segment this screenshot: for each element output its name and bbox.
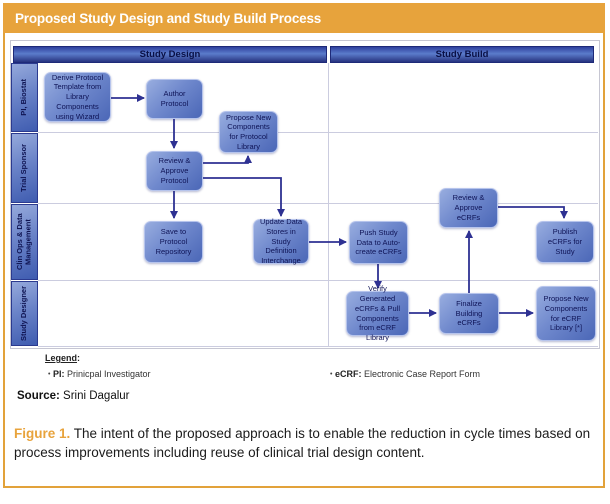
legend-term-pi: PI: xyxy=(52,369,65,379)
figure-title-bar: Proposed Study Design and Study Build Pr… xyxy=(3,3,605,33)
arrow-review-to-update-data-stores xyxy=(203,177,285,217)
column-divider xyxy=(328,63,329,346)
lane-label-trial-sponsor: Trial Sponsor xyxy=(11,133,38,203)
source-line: Source: Srini Dagalur xyxy=(17,390,130,402)
node-save-to-protocol-repository: Save to Protocol Repository xyxy=(144,221,203,263)
node-publish-ecrfs-for-study: Publish eCRFs for Study xyxy=(536,221,594,263)
column-header-study-design-label: Study Design xyxy=(139,49,201,60)
lane-divider-bottom xyxy=(38,346,598,347)
legend-definition-pi: Prinicpal Investigator xyxy=(64,369,151,379)
lane-divider-2 xyxy=(38,203,598,204)
legend-heading: Legend: xyxy=(45,353,80,363)
node-propose-new-ecrf-components: Propose New Components for eCRF Library … xyxy=(536,286,596,341)
node-derive-protocol-template: Derive Protocol Template from Library Co… xyxy=(44,72,111,122)
node-review-approve-protocol: Review & Approve Protocol xyxy=(146,151,203,191)
node-verify-generated-ecrfs: Verify Generated eCRFs & Pull Components… xyxy=(346,284,409,342)
node-review-approve-ecrfs: Review & Approve eCRFs xyxy=(439,188,498,228)
process-diagram-panel: Study Design Study Build PI, Biostat Tri… xyxy=(10,40,600,349)
figure-caption: Figure 1. The intent of the proposed app… xyxy=(14,424,598,462)
source-text: Srini Dagalur xyxy=(59,390,130,402)
bullet-icon: • xyxy=(48,371,51,378)
source-label: Source: xyxy=(17,390,60,402)
lane-divider-1 xyxy=(38,132,598,133)
legend-definition-ecrf: Electronic Case Report Form xyxy=(361,369,481,379)
lane-label-study-designer: Study Designer xyxy=(11,281,38,346)
column-header-study-build-label: Study Build xyxy=(435,49,489,60)
column-header-study-design: Study Design xyxy=(13,46,327,63)
legend-heading-colon: : xyxy=(77,353,81,363)
node-propose-new-protocol-components: Propose New Components for Protocol Libr… xyxy=(219,111,278,153)
legend-item-pi: • PI: Prinicpal Investigator xyxy=(48,369,151,379)
figure-title: Proposed Study Design and Study Build Pr… xyxy=(15,10,322,26)
bullet-icon: • xyxy=(330,371,333,378)
lane-label-study-designer-text: Study Designer xyxy=(19,285,29,341)
lane-label-trial-sponsor-text: Trial Sponsor xyxy=(19,144,29,192)
lane-label-clin-ops-data-management-text: Clin Ops & Data Management xyxy=(14,213,33,271)
node-finalize-building-ecrfs: Finalize Building eCRFs xyxy=(439,293,499,334)
column-header-study-build: Study Build xyxy=(330,46,594,63)
node-update-data-stores: Update Data Stores in Study Definition I… xyxy=(253,217,309,265)
legend-term-ecrf: eCRF: xyxy=(334,369,362,379)
legend-heading-text: Legend xyxy=(45,353,78,363)
lane-label-clin-ops-data-management: Clin Ops & Data Management xyxy=(11,204,38,280)
lane-label-pi-biostat: PI, Biostat xyxy=(11,63,38,132)
node-author-protocol: Author Protocol xyxy=(146,79,203,119)
arrow-review-ecrfs-to-publish xyxy=(498,206,568,219)
lane-label-pi-biostat-text: PI, Biostat xyxy=(19,79,29,116)
figure-caption-label: Figure 1. xyxy=(14,426,71,441)
arrow-review-to-propose-protocol-components xyxy=(203,155,252,164)
figure-caption-text: The intent of the proposed approach is t… xyxy=(14,426,591,461)
legend-item-ecrf: • eCRF: Electronic Case Report Form xyxy=(330,369,480,379)
node-push-study-data-autocreate-ecrfs: Push Study Data to Auto-create eCRFs xyxy=(349,221,408,264)
lane-divider-3 xyxy=(38,280,598,281)
